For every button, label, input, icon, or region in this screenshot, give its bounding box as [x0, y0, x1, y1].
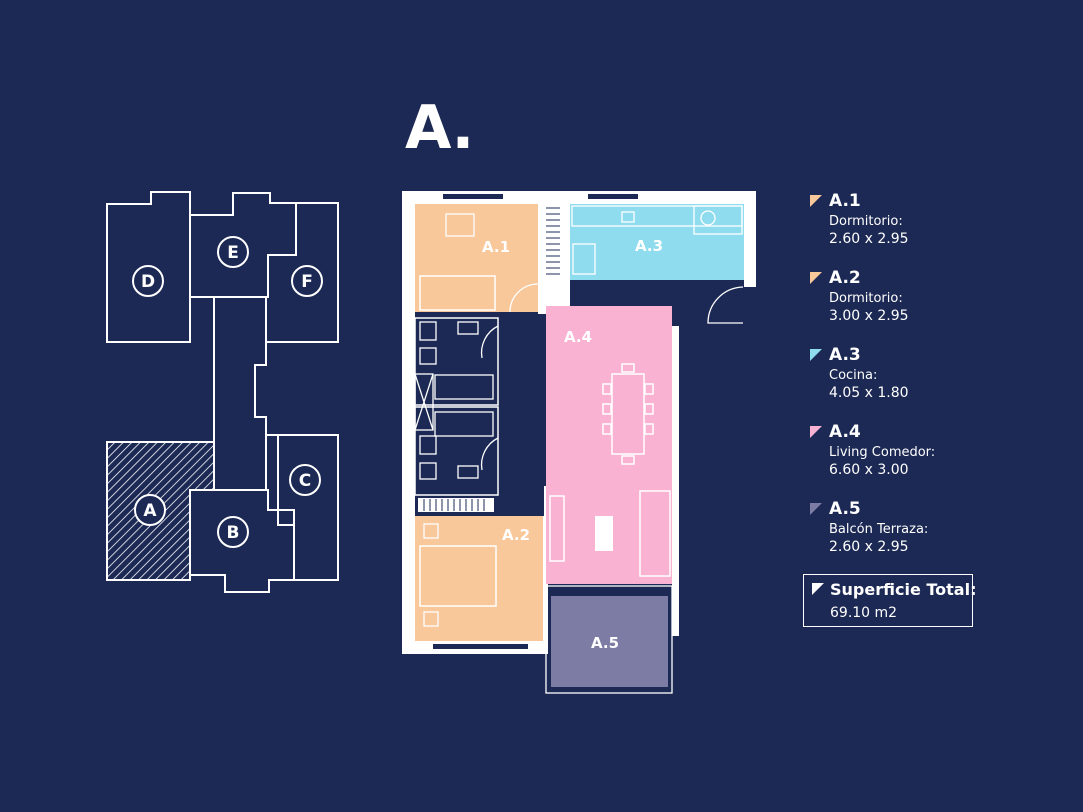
legend-marker-a3 — [810, 349, 822, 361]
room-a1[interactable] — [415, 204, 538, 312]
floor-plan-unit-a: A.1 A.3 A.4 A.2 A.5 — [402, 191, 756, 694]
legend-dims: 3.00 x 2.95 — [829, 308, 909, 324]
unit-d-label: D — [141, 272, 155, 292]
wall-left — [402, 191, 415, 654]
legend-code: A.2 — [829, 268, 861, 288]
room-a5-label: A.5 — [591, 634, 619, 652]
unit-a-badge[interactable] — [134, 494, 166, 526]
total-area-value: 69.10 m2 — [830, 605, 898, 621]
unit-c-badge[interactable] — [289, 464, 321, 496]
entry-passage — [679, 287, 756, 327]
unit-b-badge[interactable] — [217, 516, 249, 548]
legend-label: Dormitorio: — [829, 291, 903, 306]
legend-marker-a1 — [810, 195, 822, 207]
room-a4-label: A.4 — [564, 328, 592, 346]
legend-code: A.3 — [829, 345, 861, 365]
bathroom-1[interactable] — [414, 317, 499, 406]
hallway — [498, 314, 544, 516]
legend-marker-a2 — [810, 272, 822, 284]
sink-icon — [700, 210, 716, 226]
room-a2-label: A.2 — [502, 526, 530, 544]
room-a5[interactable] — [551, 596, 668, 687]
unit-title: A. — [405, 93, 474, 163]
dining-table — [611, 373, 645, 455]
legend-code: A.5 — [829, 499, 861, 519]
unit-d-badge[interactable] — [132, 265, 164, 297]
building-key-plan: D E F A B C — [106, 191, 339, 593]
total-area-box: Superficie Total: 69.10 m2 — [803, 574, 977, 627]
total-area-label: Superficie Total: — [830, 580, 977, 599]
wall-right-kitchen — [744, 191, 756, 287]
legend-code: A.1 — [829, 191, 861, 211]
legend-marker-a4 — [810, 426, 822, 438]
legend-label: Cocina: — [829, 368, 878, 383]
balcony-outline — [545, 585, 673, 694]
unit-d-outline[interactable] — [106, 191, 191, 343]
unit-b-outline[interactable] — [189, 489, 295, 593]
unit-c-label: C — [299, 471, 311, 491]
room-a1-label: A.1 — [482, 238, 510, 256]
unit-f-badge[interactable] — [291, 265, 323, 297]
legend-dims: 6.60 x 3.00 — [829, 462, 909, 478]
unit-f-outline[interactable] — [265, 202, 339, 343]
bed-a2 — [419, 545, 497, 607]
coffee-table — [595, 516, 613, 551]
stove-icon — [572, 243, 596, 275]
entry-door-swing — [707, 286, 744, 324]
room-a3-label: A.3 — [635, 237, 663, 255]
legend-dims: 2.60 x 2.95 — [829, 231, 909, 247]
unit-c-outline[interactable] — [265, 434, 339, 581]
corridor-outline — [213, 297, 267, 490]
unit-e-label: E — [227, 243, 239, 263]
unit-e-badge[interactable] — [217, 236, 249, 268]
sofa — [639, 490, 671, 577]
legend-code: A.4 — [829, 422, 861, 442]
tv-unit — [549, 495, 565, 562]
closet-a2 — [418, 498, 494, 512]
kitchen-appliance — [693, 205, 743, 235]
wall-right-living — [672, 326, 679, 636]
total-marker — [812, 583, 824, 595]
legend-label: Balcón Terraza: — [829, 522, 929, 537]
unit-b-label: B — [227, 523, 240, 543]
legend-dims: 2.60 x 2.95 — [829, 539, 909, 555]
legend-label: Dormitorio: — [829, 214, 903, 229]
desk-chair-a1 — [445, 213, 475, 237]
bed-a1 — [419, 275, 496, 311]
legend-dims: 4.05 x 1.80 — [829, 385, 909, 401]
room-a2[interactable] — [415, 516, 543, 641]
unit-f-label: F — [301, 272, 313, 292]
unit-a-label: A — [143, 501, 157, 521]
faucet-icon — [621, 211, 635, 223]
legend-label: Living Comedor: — [829, 445, 936, 460]
door-swing-a1 — [509, 283, 539, 313]
legend-marker-a5 — [810, 503, 822, 515]
